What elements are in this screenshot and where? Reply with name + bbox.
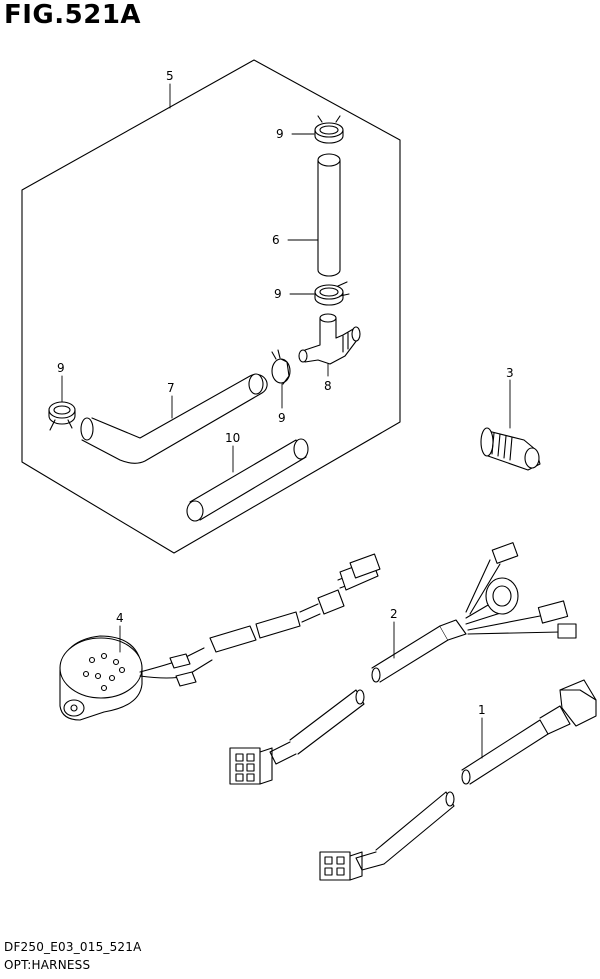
callout-5: 5 — [166, 69, 174, 83]
part-9-clamp-left — [48, 401, 76, 431]
part-9-clamp-top — [314, 115, 344, 144]
callout-9-left: 9 — [57, 361, 65, 375]
figure-code: DF250_E03_015_521A — [4, 940, 142, 954]
part-1-harness — [319, 679, 597, 881]
part-9-clamp-lower — [271, 349, 291, 385]
callout-1: 1 — [478, 703, 486, 717]
callout-10: 10 — [225, 431, 240, 445]
part-2-harness — [229, 542, 577, 785]
part-8-t-joint — [298, 313, 361, 365]
callout-9-lower: 9 — [278, 411, 286, 425]
figure-title: FIG.521A — [4, 0, 142, 30]
callout-2: 2 — [390, 607, 398, 621]
kit-outline — [21, 59, 401, 554]
callout-8: 8 — [324, 379, 332, 393]
callout-7: 7 — [167, 381, 175, 395]
callout-9-top: 9 — [276, 127, 284, 141]
part-4-buzzer — [59, 553, 381, 721]
part-6-hose — [317, 153, 341, 277]
part-9-clamp-mid — [314, 281, 350, 306]
callout-labels: 5 9 6 9 8 9 9 7 10 3 4 2 1 — [57, 69, 514, 717]
callout-6: 6 — [272, 233, 280, 247]
part-7-bent-hose — [80, 373, 268, 464]
callout-4: 4 — [116, 611, 124, 625]
callout-9-mid: 9 — [274, 287, 282, 301]
part-3-plug — [480, 427, 541, 471]
callout-3: 3 — [506, 366, 514, 380]
figure-description: OPT:HARNESS — [4, 958, 91, 972]
leader-lines — [61, 83, 511, 759]
part-10-hose — [186, 438, 309, 522]
